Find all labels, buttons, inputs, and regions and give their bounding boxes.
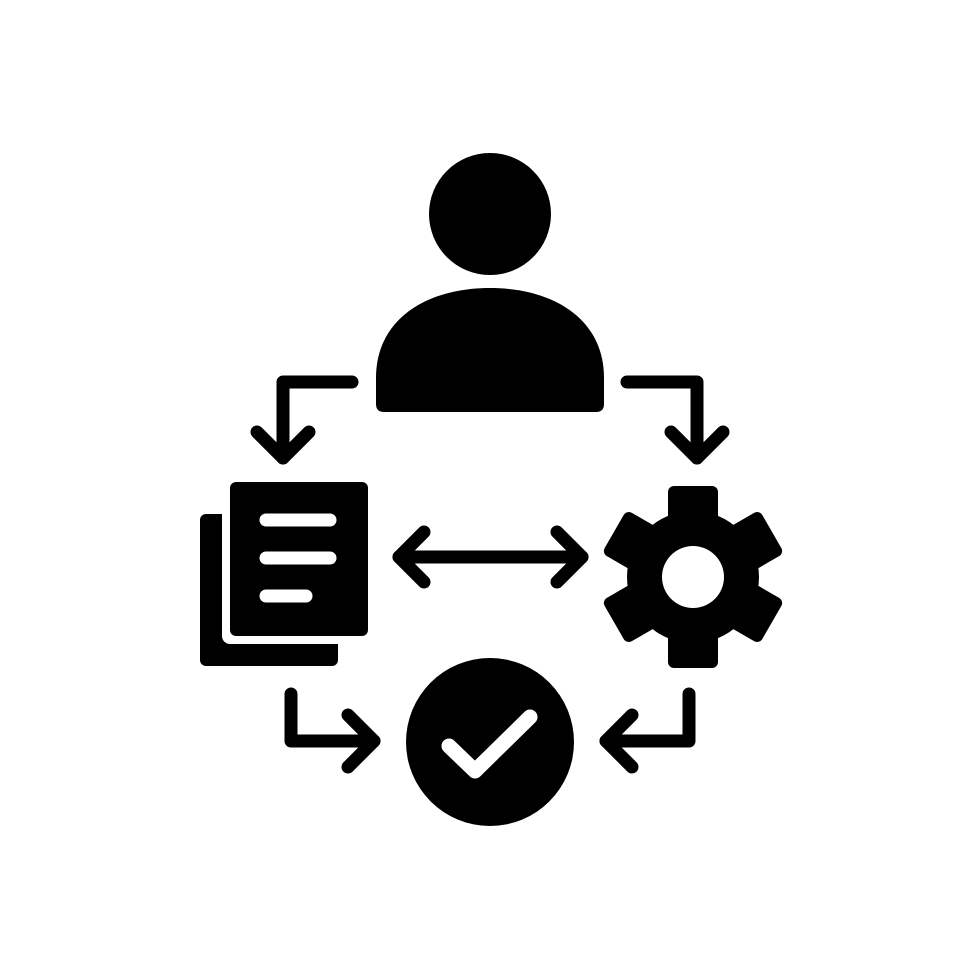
flow-arrow-icon (599, 687, 696, 774)
check-circle-icon (406, 658, 574, 826)
flow-arrow-icon (250, 375, 359, 465)
bidirectional-arrow-icon (392, 525, 589, 589)
user-icon (376, 153, 604, 412)
flow-arrow-icon (284, 687, 381, 774)
checkmark (441, 709, 538, 779)
gear-icon (603, 486, 783, 668)
user-head (429, 153, 551, 275)
gear-hole (662, 546, 724, 608)
check-circle (406, 658, 574, 826)
flow-arrow-icon (620, 375, 730, 465)
documents-icon (200, 476, 374, 666)
user-body (376, 288, 604, 412)
